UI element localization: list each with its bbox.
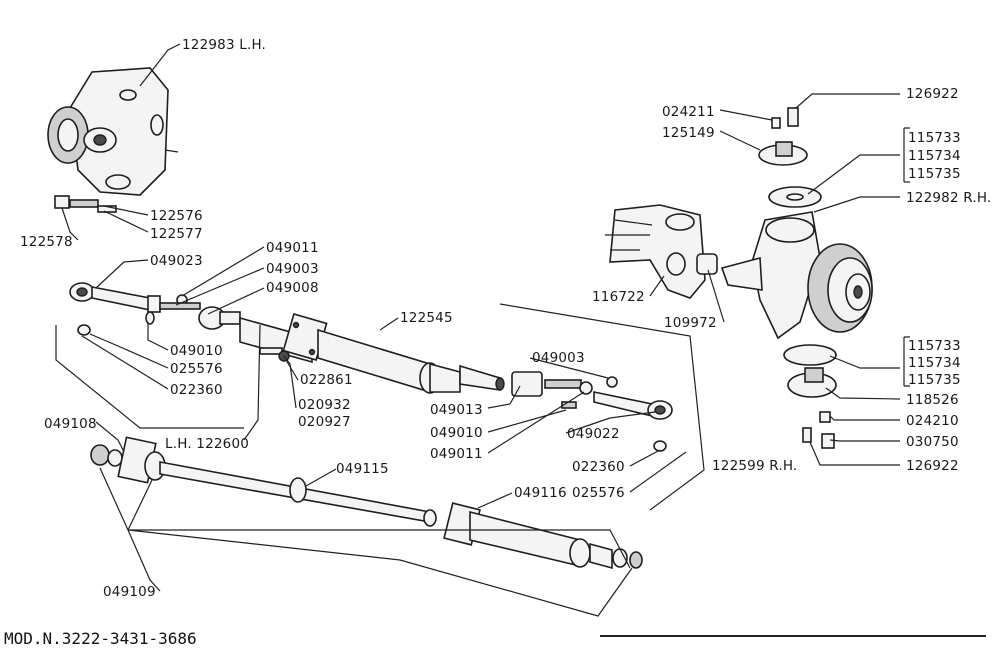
label-049003-left: 049003 (266, 261, 319, 277)
tie-rod-end-left (69, 282, 201, 336)
label-049023: 049023 (150, 253, 203, 269)
bolt-122576 (54, 195, 117, 213)
label-118526: 118526 (906, 392, 959, 408)
label-024211: 024211 (662, 104, 715, 120)
label-049022: 049022 (567, 426, 620, 442)
label-116722: 116722 (592, 289, 645, 305)
label-049010-right: 049010 (430, 425, 483, 441)
label-049109: 049109 (103, 584, 156, 600)
label-115735-top: 115735 (908, 166, 961, 182)
steering-rack-tube (198, 306, 505, 394)
label-020932: 020932 (298, 397, 351, 413)
label-122983: 122983 L.H. (182, 37, 266, 53)
label-122576: 122576 (150, 208, 203, 224)
label-049003-right: 049003 (532, 350, 585, 366)
label-022360-left: 022360 (170, 382, 223, 398)
lower-rack-assembly (90, 436, 643, 570)
label-115734-bottom: 115734 (908, 355, 961, 371)
label-125149: 125149 (662, 125, 715, 141)
label-115733-top: 115733 (908, 130, 961, 146)
label-025576-right: 025576 (572, 485, 625, 501)
label-020927: 020927 (298, 414, 351, 430)
label-022861: 022861 (300, 372, 353, 388)
label-049013: 049013 (430, 402, 483, 418)
label-122545: 122545 (400, 310, 453, 326)
label-025576-left: 025576 (170, 361, 223, 377)
label-126922-bottom: 126922 (906, 458, 959, 474)
steering-knuckle-left (47, 67, 179, 196)
label-049115: 049115 (336, 461, 389, 477)
steering-knuckle-right (720, 107, 873, 449)
label-109972: 109972 (664, 315, 717, 331)
label-024210: 024210 (906, 413, 959, 429)
label-022360-right: 022360 (572, 459, 625, 475)
label-122600: L.H. 122600 (165, 436, 249, 452)
label-115734-top: 115734 (908, 148, 961, 164)
label-122578: 122578 (20, 234, 73, 250)
label-049011-left: 049011 (266, 240, 319, 256)
label-049011-right: 049011 (430, 446, 483, 462)
label-049108: 049108 (44, 416, 97, 432)
label-030750: 030750 (906, 434, 959, 450)
label-115733-bottom: 115733 (908, 338, 961, 354)
label-049116: 049116 (514, 485, 567, 501)
label-126922-top: 126922 (906, 86, 959, 102)
label-049008: 049008 (266, 280, 319, 296)
part-labels: 122983 L.H. 122576 122577 122578 049011 … (20, 37, 991, 600)
label-122577: 122577 (150, 226, 203, 242)
label-122982: 122982 R.H. (906, 190, 991, 206)
leader-lines (55, 43, 986, 637)
label-049010-left: 049010 (170, 343, 223, 359)
label-122599: 122599 R.H. (712, 458, 797, 474)
tie-rod-end-right (511, 371, 673, 452)
label-115735-bottom: 115735 (908, 372, 961, 388)
right-arm-assembly (605, 204, 718, 299)
model-number-footer: MOD.N.3222-3431-3686 (4, 629, 197, 648)
